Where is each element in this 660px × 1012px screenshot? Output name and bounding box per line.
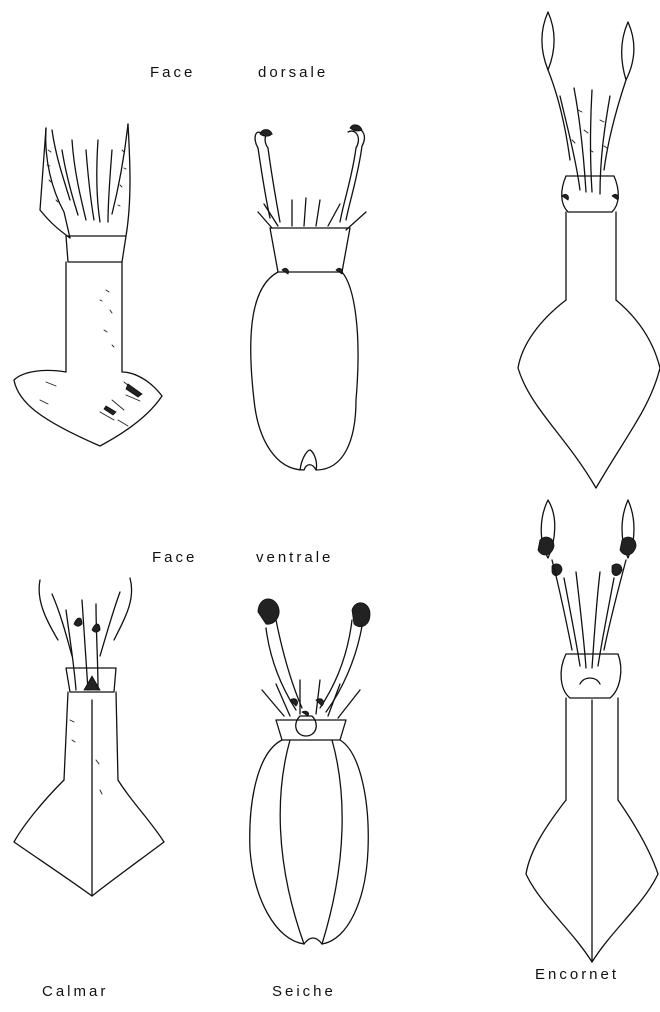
encornet-ventral-illustration [526, 500, 658, 962]
seiche-ventral-illustration [250, 599, 370, 944]
calmar-dorsal-illustration [14, 124, 162, 446]
encornet-dorsal-illustration [518, 12, 660, 488]
seiche-dorsal-illustration [251, 125, 366, 470]
calmar-ventral-illustration [14, 578, 164, 896]
